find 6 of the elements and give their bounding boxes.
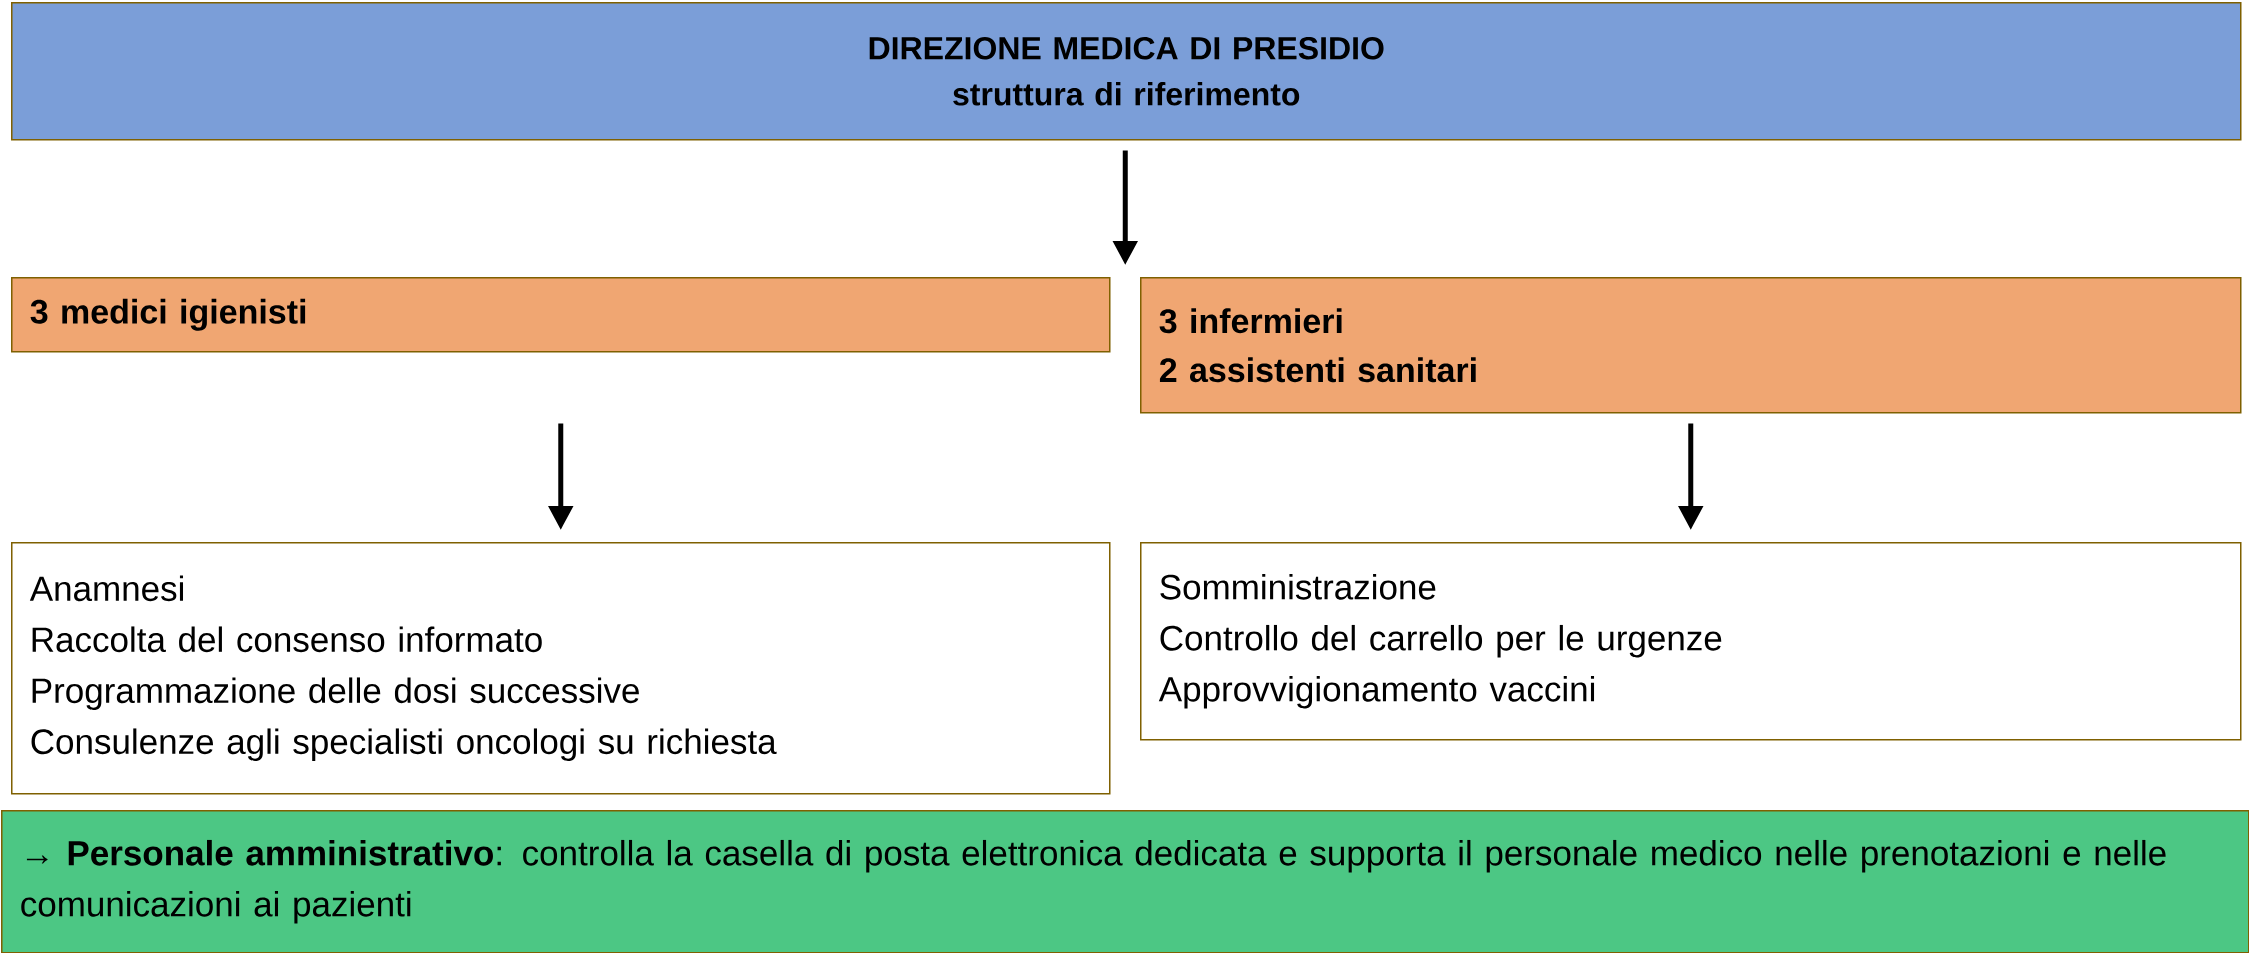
team-box: 3 medici igienisti bbox=[11, 277, 1111, 353]
task-box: Somministrazione Controllo del carrello per le urgenze Approvvigionamento vaccini bbox=[1140, 542, 2242, 741]
team-box: 3 infermieri 2 assistenti sanitari bbox=[1140, 277, 2242, 414]
task-box: Anamnesi Raccolta del consenso informato Programmazione delle dosi successive Consulenze agli specialisti oncologi su richiesta bbox=[11, 542, 1111, 795]
header-box: DIREZIONE MEDICA DI PRESIDIO struttura di riferimento bbox=[11, 2, 2242, 141]
note-box: → Personale amministrativo: controlla la casella di posta elettronica dedicata e supporta il personale medico nelle prenotazioni e nelle comunicazioni ai pazienti bbox=[1, 810, 2249, 953]
